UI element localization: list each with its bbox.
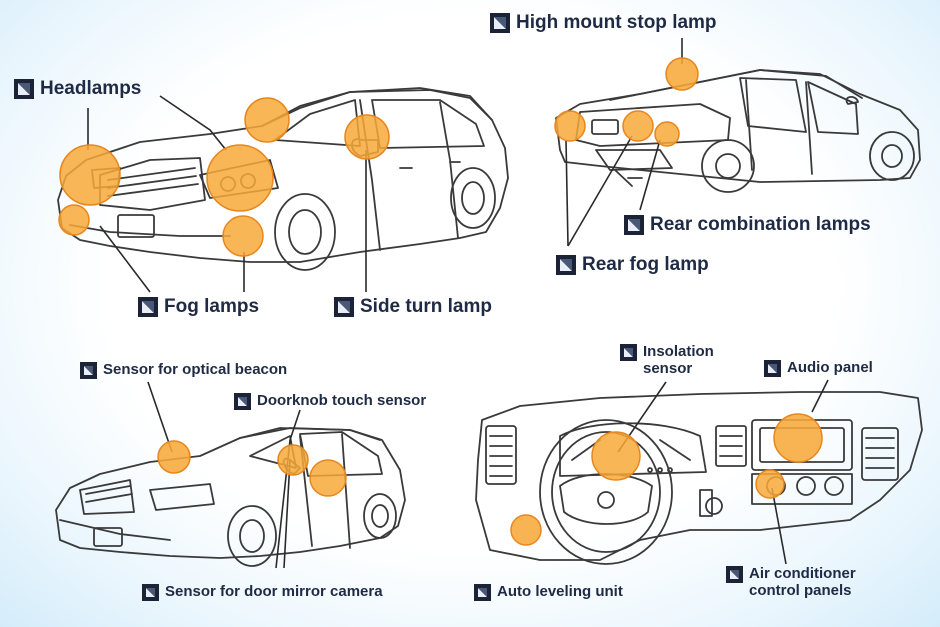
hotspot-rear-lamp-center xyxy=(622,110,654,142)
hotspot-doorknob-sensor xyxy=(277,444,309,476)
label-text: Rear combination lamps xyxy=(650,214,871,235)
label-rear-fog-lamp: Rear fog lamp xyxy=(556,254,709,275)
bottom-left-car-drawing xyxy=(55,427,406,567)
label-doorknob-touch-sensor: Doorknob touch sensor xyxy=(234,392,427,410)
label-line: Insolation xyxy=(643,343,714,360)
label-line: Air conditioner xyxy=(749,565,856,582)
hotspot-high-mount-stop-lamp xyxy=(665,57,699,91)
hotspot-insolation-sensor xyxy=(591,431,641,481)
label-square-icon xyxy=(726,566,743,583)
dashboard-drawing xyxy=(475,391,923,565)
hotspot-fog-lamp-right xyxy=(222,215,264,257)
hotspot-side-turn-lamp xyxy=(344,114,390,160)
hotspot-optical-beacon xyxy=(157,440,191,474)
label-square-icon xyxy=(620,344,637,361)
label-text: Auto leveling unit xyxy=(497,583,623,600)
leader-lines xyxy=(87,38,829,569)
hotspot-headlamp-left xyxy=(59,144,121,206)
label-rear-combination-lamps: Rear combination lamps xyxy=(624,214,871,235)
label-square-icon xyxy=(490,13,510,33)
hotspot-circles xyxy=(58,57,823,546)
hotspot-audio-panel xyxy=(773,413,823,463)
label-square-icon xyxy=(474,584,491,601)
label-side-turn-lamp: Side turn lamp xyxy=(334,296,492,317)
label-line: control panels xyxy=(749,581,852,599)
hotspot-rear-lamp-left xyxy=(554,110,586,142)
hotspot-headlamp-right xyxy=(206,144,274,212)
label-high-mount-stop-lamp: High mount stop lamp xyxy=(490,12,717,33)
label-text: Sensor for optical beacon xyxy=(103,361,288,378)
hotspot-door-mirror-camera xyxy=(309,459,347,497)
label-square-icon xyxy=(142,584,159,601)
label-sensor-optical-beacon: Sensor for optical beacon xyxy=(80,361,288,379)
label-line: sensor xyxy=(643,359,693,377)
label-square-icon xyxy=(334,297,354,317)
label-sensor-door-mirror-camera: Sensor for door mirror camera xyxy=(142,583,383,601)
label-text: Side turn lamp xyxy=(360,296,492,317)
label-fog-lamps: Fog lamps xyxy=(138,296,259,317)
label-auto-leveling-unit: Auto leveling unit xyxy=(474,583,623,601)
label-text: Doorknob touch sensor xyxy=(257,392,427,409)
label-text: High mount stop lamp xyxy=(516,12,717,33)
label-text: Sensor for door mirror camera xyxy=(165,583,383,600)
label-audio-panel: Audio panel xyxy=(764,359,873,377)
label-square-icon xyxy=(556,255,576,275)
hotspot-fog-lamp-left xyxy=(58,204,90,236)
label-square-icon xyxy=(764,360,781,377)
hotspot-rear-lamp-right xyxy=(654,121,680,147)
label-text: Headlamps xyxy=(40,78,142,99)
hotspot-headlamp-upper xyxy=(244,97,290,143)
hotspot-auto-leveling-unit xyxy=(510,514,542,546)
label-square-icon xyxy=(138,297,158,317)
label-square-icon xyxy=(80,362,97,379)
label-headlamps: Headlamps xyxy=(14,78,141,99)
hotspot-air-conditioner xyxy=(755,469,785,499)
label-square-icon xyxy=(234,393,251,410)
rear-car-drawing xyxy=(555,69,921,193)
label-square-icon xyxy=(14,79,34,99)
label-square-icon xyxy=(624,215,644,235)
label-text: Rear fog lamp xyxy=(582,254,709,275)
label-text: Audio panel xyxy=(787,359,873,376)
label-text: Fog lamps xyxy=(164,296,260,317)
